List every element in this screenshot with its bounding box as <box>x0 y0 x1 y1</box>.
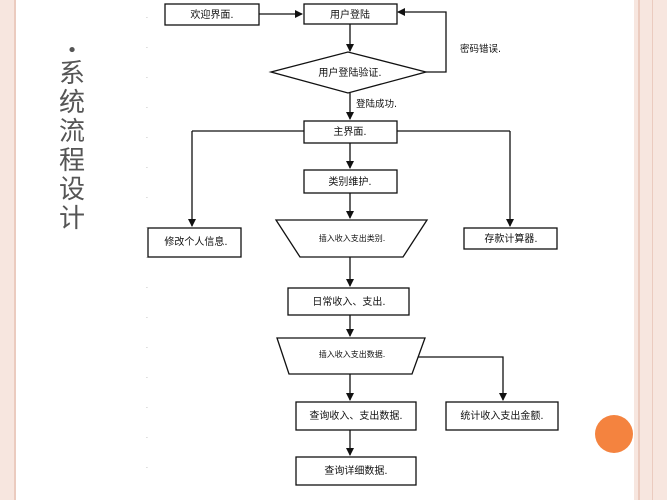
node-query-detail <box>295 456 417 486</box>
label-main: 主界面. <box>333 126 366 138</box>
label-insert-category: 插入收入支出类别. <box>319 233 386 243</box>
right-frame-line <box>638 0 640 500</box>
label-savings-calc: 存款计算器. <box>484 232 537 245</box>
title-text: 系统流程设计 <box>58 59 85 234</box>
node-stats <box>445 401 559 431</box>
label-query-data: 查询收入、支出数据. <box>309 409 402 422</box>
right-frame-line-2 <box>652 0 653 500</box>
label-daily: 日常收入、支出. <box>312 295 385 308</box>
label-edit-profile: 修改个人信息. <box>164 235 227 248</box>
accent-circle <box>595 415 633 453</box>
node-edit-profile <box>147 227 242 258</box>
title-bullet: • <box>66 40 78 61</box>
node-welcome <box>164 3 260 26</box>
left-frame-line <box>14 0 16 500</box>
label-stats: 统计收入支出金额. <box>460 409 543 422</box>
slide-title: • 系统流程设计 <box>55 42 89 234</box>
label-login: 用户登陆 <box>330 8 370 21</box>
node-insert-data <box>276 337 426 375</box>
edge-insertdata-stats <box>412 356 507 401</box>
edge-password-error <box>397 8 447 73</box>
paragraph-marks: ... ... ... ... ... . <box>146 13 148 470</box>
node-login <box>303 3 398 25</box>
label-query-detail: 查询详细数据. <box>324 464 387 477</box>
node-main <box>303 120 398 144</box>
left-frame-bar <box>0 0 14 500</box>
node-category <box>303 169 398 194</box>
node-query-data <box>295 401 417 431</box>
label-password-error: 密码错误. <box>460 43 501 55</box>
node-insert-category <box>274 219 429 258</box>
label-verify: 用户登陆验证. <box>318 66 381 79</box>
label-login-success: 登陆成功. <box>356 98 397 110</box>
label-insert-data: 插入收入支出数据. <box>319 349 386 359</box>
label-category: 类别维护. <box>328 175 371 188</box>
node-daily <box>287 287 410 316</box>
node-savings-calc <box>463 227 558 250</box>
node-verify <box>268 51 429 94</box>
label-welcome: 欢迎界面. <box>190 8 233 21</box>
